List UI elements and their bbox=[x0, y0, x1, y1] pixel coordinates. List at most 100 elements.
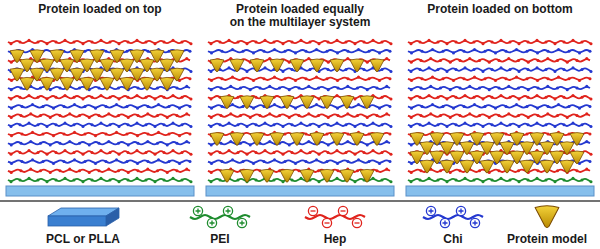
charge-bead bbox=[410, 88, 413, 91]
charge-bead bbox=[482, 98, 485, 101]
charge-bead bbox=[252, 162, 255, 165]
charge-bead bbox=[518, 98, 521, 101]
charge-bead bbox=[64, 39, 67, 42]
protein bbox=[320, 96, 334, 109]
charge-bead bbox=[527, 179, 530, 182]
charge-bead bbox=[478, 87, 481, 90]
protein bbox=[460, 160, 474, 173]
legend-icons bbox=[48, 206, 559, 228]
protein bbox=[20, 77, 34, 90]
charge-bead bbox=[88, 116, 91, 119]
chi-layer bbox=[208, 105, 390, 107]
protein bbox=[500, 160, 514, 173]
multilayer-stack bbox=[6, 39, 194, 196]
charge-bead bbox=[505, 133, 508, 136]
charge-bead bbox=[576, 169, 579, 172]
charge-bead bbox=[210, 171, 213, 174]
hep-layer bbox=[408, 41, 591, 44]
charge-bead bbox=[231, 48, 234, 51]
charge-bead bbox=[100, 177, 103, 180]
charge-bead bbox=[442, 105, 445, 108]
charge-bead bbox=[366, 116, 369, 119]
charge-bead bbox=[536, 79, 539, 82]
charge-bead bbox=[410, 42, 413, 45]
charge-bead bbox=[94, 107, 97, 110]
charge-bead bbox=[154, 98, 157, 101]
legend-label: PCL or PLLA bbox=[46, 232, 120, 246]
charge-bead bbox=[300, 122, 303, 125]
charge-bead bbox=[421, 77, 424, 80]
charge-bead bbox=[500, 94, 503, 97]
charge-bead bbox=[568, 77, 571, 80]
charge-bead bbox=[442, 50, 445, 53]
charge-bead bbox=[127, 123, 130, 126]
charge-bead bbox=[482, 70, 485, 73]
charge-bead bbox=[419, 68, 422, 71]
charge-bead bbox=[346, 85, 349, 88]
charge-circle bbox=[308, 206, 317, 215]
charge-bead bbox=[154, 153, 157, 156]
pei-layer bbox=[208, 179, 391, 182]
chi-layer bbox=[8, 124, 191, 127]
charge-bead bbox=[347, 133, 350, 136]
charge-bead bbox=[547, 77, 550, 80]
charge-bead bbox=[49, 144, 52, 147]
charge-bead bbox=[278, 87, 281, 90]
charge-bead bbox=[63, 105, 66, 108]
charge-bead bbox=[446, 98, 449, 101]
charge-bead bbox=[210, 52, 213, 55]
charge-bead bbox=[242, 160, 245, 163]
charge-bead bbox=[459, 59, 462, 62]
charge-bead bbox=[431, 103, 434, 106]
plus-sign bbox=[196, 209, 201, 214]
charge-bead bbox=[73, 179, 76, 182]
charge-bead bbox=[366, 61, 369, 64]
charge-bead bbox=[463, 50, 466, 53]
charge-bead bbox=[527, 68, 530, 71]
charge-bead bbox=[10, 42, 13, 45]
charge-bead bbox=[98, 114, 101, 117]
charge-bead bbox=[73, 103, 76, 106]
protein bbox=[330, 59, 344, 72]
charge-bead bbox=[91, 179, 94, 182]
charge-bead bbox=[37, 179, 40, 182]
charge-bead bbox=[221, 50, 224, 53]
charge-bead bbox=[389, 77, 392, 80]
charge-bead bbox=[136, 122, 139, 125]
protein bbox=[230, 59, 244, 72]
stack-column: Protein loaded on bottom bbox=[406, 3, 594, 196]
charge-bead bbox=[368, 160, 371, 163]
protein bbox=[260, 96, 274, 109]
charge-bead bbox=[545, 41, 548, 44]
charge-bead bbox=[264, 39, 267, 42]
charge-bead bbox=[557, 48, 560, 51]
charge-bead bbox=[109, 123, 112, 126]
charge-bead bbox=[482, 180, 485, 183]
charge-bead bbox=[505, 50, 508, 53]
charge-bead bbox=[420, 87, 423, 90]
charge-bead bbox=[428, 66, 431, 69]
charge-bead bbox=[273, 123, 276, 126]
charge-bead bbox=[168, 105, 171, 108]
charge-bead bbox=[498, 169, 501, 172]
charge-bead bbox=[578, 79, 581, 82]
charge-bead bbox=[176, 87, 179, 90]
charge-bead bbox=[268, 85, 271, 88]
charge-bead bbox=[190, 153, 193, 156]
charge-bead bbox=[228, 149, 231, 152]
hep-layer bbox=[408, 96, 591, 99]
protein bbox=[220, 96, 234, 109]
charge-bead bbox=[378, 79, 381, 82]
charge-bead bbox=[537, 114, 540, 117]
charge-bead bbox=[146, 140, 149, 143]
charge-bead bbox=[590, 98, 593, 101]
charge-bead bbox=[136, 39, 139, 42]
chi-layer bbox=[408, 105, 590, 107]
charge-bead bbox=[505, 77, 508, 80]
charge-bead bbox=[98, 142, 101, 145]
charge-bead bbox=[590, 125, 593, 128]
charge-circle bbox=[456, 206, 465, 215]
chi-layer bbox=[208, 50, 390, 52]
charge-bead bbox=[210, 70, 213, 73]
charge-bead bbox=[237, 123, 240, 126]
